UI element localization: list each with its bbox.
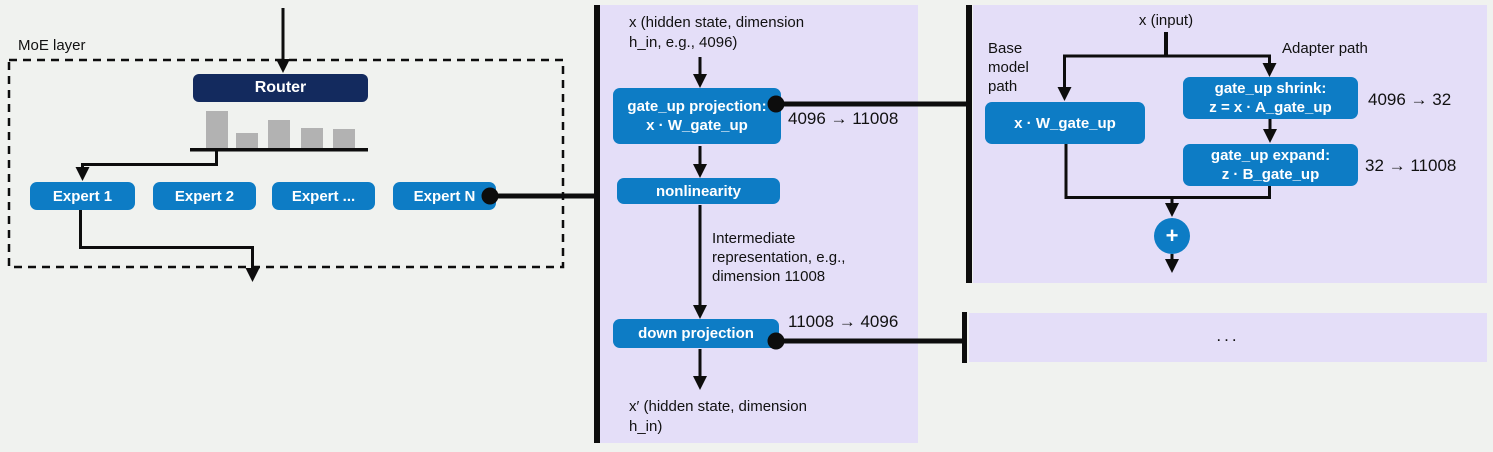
router-box: Router xyxy=(193,74,368,102)
adapter-path-label: Adapter path xyxy=(1282,40,1368,57)
input-arrow-to-router xyxy=(276,8,290,73)
plus-icon: + xyxy=(1165,223,1179,248)
base-matmul-box: x · W_gate_up xyxy=(985,102,1145,144)
more-experts-panel xyxy=(969,313,1487,362)
router-bar xyxy=(206,111,228,148)
intermediate-label: Intermediate representation, e.g., dimen… xyxy=(712,230,846,285)
router-bars-baseline xyxy=(190,148,368,152)
more-panel-bracket xyxy=(962,312,967,363)
router-bar xyxy=(268,120,290,148)
expert-n-box: Expert N xyxy=(393,182,496,210)
down-dims-label: 11008 → 4096 xyxy=(788,312,899,331)
route-to-expert1-arrow xyxy=(75,150,218,181)
ffn-output-label: x′ (hidden state, dimension h_in) xyxy=(629,398,807,435)
expert-ellipsis-label: Expert ... xyxy=(291,187,356,205)
gate-up-expand-label: gate_up expand: z · B_gate_up xyxy=(1210,147,1331,183)
expert-n-label: Expert N xyxy=(413,187,476,205)
nonlinearity-label: nonlinearity xyxy=(655,182,741,200)
ellipsis-label: ... xyxy=(1216,326,1240,345)
expert1-output-arrow xyxy=(79,210,260,282)
gate-up-expand-box: gate_up expand: z · B_gate_up xyxy=(1183,144,1358,186)
router-label: Router xyxy=(254,79,307,96)
expert-ellipsis-box: Expert ... xyxy=(272,182,375,210)
ffn-input-label: x (hidden state, dimension h_in, e.g., 4… xyxy=(629,14,805,51)
ffn-panel xyxy=(600,5,918,443)
lora-input-label: x (input) xyxy=(1138,12,1194,29)
router-bars xyxy=(206,111,355,148)
down-projection-label: down projection xyxy=(638,325,754,342)
router-bar xyxy=(333,129,355,148)
gate-up-projection-box: gate_up projection: x · W_gate_up xyxy=(613,88,781,144)
plus-circle: + xyxy=(1154,218,1190,254)
gate-up-dims-label: 4096 → 11008 xyxy=(788,109,899,128)
base-model-path-label: Base model path xyxy=(988,40,1029,95)
router-bar xyxy=(236,133,258,148)
nonlinearity-box: nonlinearity xyxy=(617,178,780,204)
moe-layer-label: MoE layer xyxy=(18,37,86,54)
gate-up-shrink-box: gate_up shrink: z = x · A_gate_up xyxy=(1183,77,1358,119)
expert-1-label: Expert 1 xyxy=(52,187,113,205)
expert-1-box: Expert 1 xyxy=(30,182,135,210)
expand-dims-label: 32 → 11008 xyxy=(1365,156,1457,175)
gate-up-projection-label: gate_up projection: x · W_gate_up xyxy=(627,98,767,134)
expert-2-label: Expert 2 xyxy=(174,187,235,205)
base-matmul-label: x · W_gate_up xyxy=(1014,114,1116,132)
shrink-dims-label: 4096 → 32 xyxy=(1368,90,1452,109)
gate-up-shrink-label: gate_up shrink: z = x · A_gate_up xyxy=(1209,80,1332,116)
expert-2-box: Expert 2 xyxy=(153,182,256,210)
down-projection-box: down projection xyxy=(613,319,779,348)
lora-panel-bracket xyxy=(966,5,972,283)
expert-n-connector xyxy=(481,187,599,205)
router-bar xyxy=(301,128,323,148)
